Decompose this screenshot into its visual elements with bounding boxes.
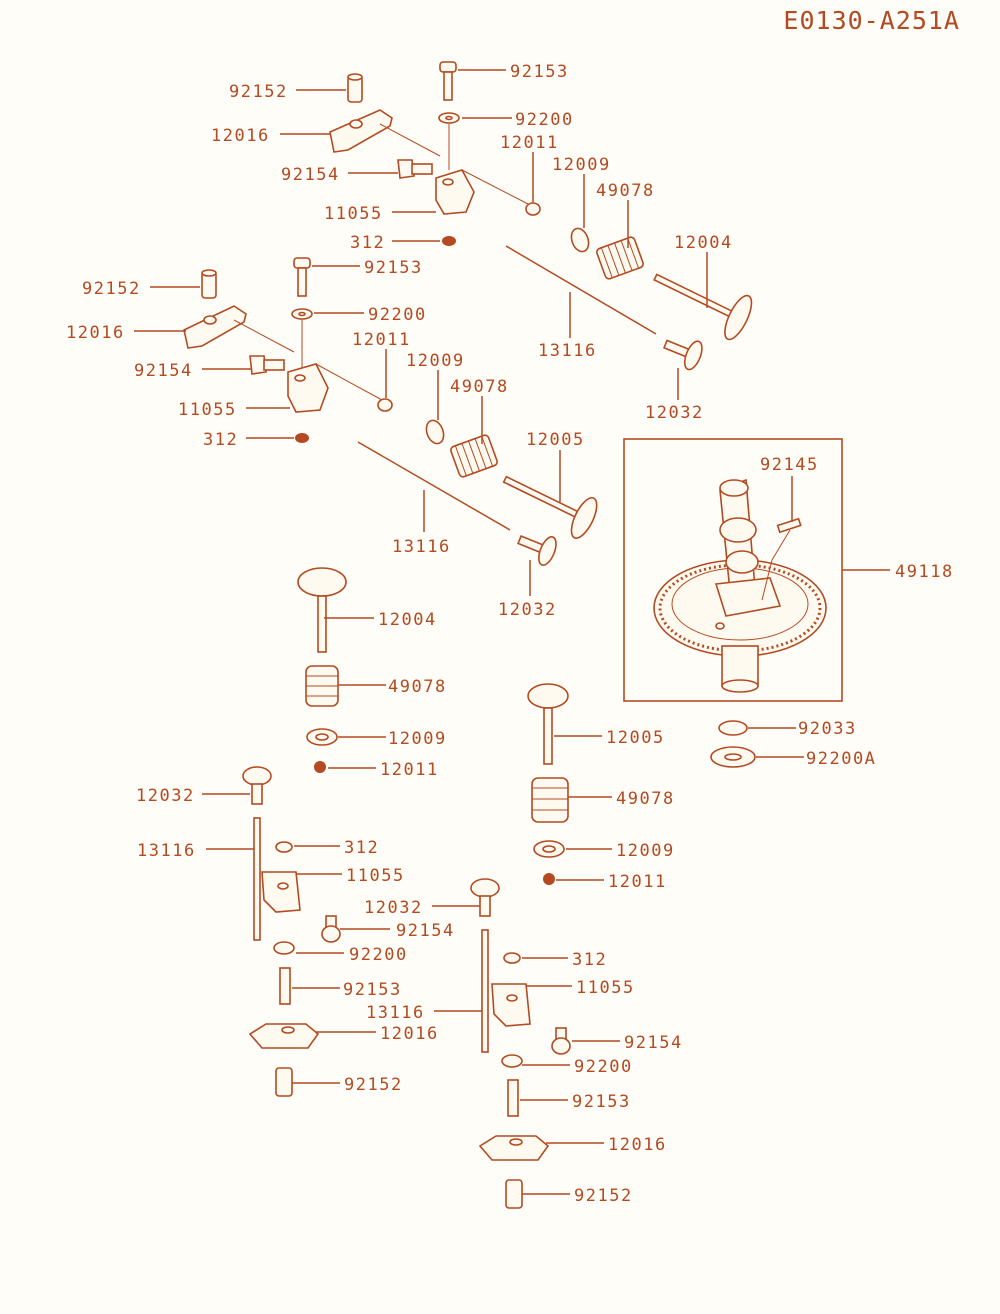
callout-lr-12016: 12016 [608, 1135, 667, 1155]
callout-top-49078: 49078 [596, 181, 655, 201]
callout-cam-92033: 92033 [798, 719, 857, 739]
callout-mid-12011: 12011 [352, 330, 411, 350]
callout-lr-12009: 12009 [616, 841, 675, 861]
callout-mid-13116: 13116 [392, 537, 451, 557]
callout-top-312: 312 [350, 233, 385, 253]
spring-92145-part [761, 517, 802, 601]
callout-ll-12016: 12016 [380, 1024, 439, 1044]
callout-mid-92200: 92200 [368, 305, 427, 325]
callout-top-11055: 11055 [324, 204, 383, 224]
callout-mid-12032: 12032 [498, 600, 557, 620]
callout-mid-312: 312 [203, 430, 238, 450]
callout-ll-92200: 92200 [349, 945, 408, 965]
callout-mid-92154: 92154 [134, 361, 193, 381]
rocker-arm-part [329, 109, 393, 153]
callout-ll-12011: 12011 [380, 760, 439, 780]
callout-ll-312: 312 [344, 838, 379, 858]
mid-assembly [183, 257, 598, 566]
callout-top-92153: 92153 [510, 62, 569, 82]
callout-lr-11055: 11055 [576, 978, 635, 998]
callout-lr-92154: 92154 [624, 1033, 683, 1053]
callout-lr-312: 312 [572, 950, 607, 970]
callout-ll-12009: 12009 [388, 729, 447, 749]
callout-top-12016: 12016 [211, 126, 270, 146]
callout-cam-92145: 92145 [760, 455, 819, 475]
callout-mid-12016: 12016 [66, 323, 125, 343]
push-rod-guide-part [435, 169, 475, 215]
diagram-code: E0130-A251A [783, 6, 960, 35]
callout-top-92152: 92152 [229, 82, 288, 102]
callout-mid-11055: 11055 [178, 400, 237, 420]
tappet-part [662, 339, 703, 371]
callout-ll-12004: 12004 [378, 610, 437, 630]
callout-mid-12009: 12009 [406, 351, 465, 371]
lower-left-assembly [242, 567, 347, 1097]
callout-ll-92152: 92152 [344, 1075, 403, 1095]
leader-lines [134, 69, 890, 1195]
callout-mid-92152: 92152 [82, 279, 141, 299]
circlip-part [718, 720, 748, 736]
lower-right-assembly [470, 683, 571, 1209]
callout-lr-12032: 12032 [364, 898, 423, 918]
callout-top-12009: 12009 [552, 155, 611, 175]
callout-mid-49078: 49078 [450, 377, 509, 397]
callout-ll-13116: 13116 [137, 841, 196, 861]
callout-top-13116: 13116 [538, 341, 597, 361]
callout-lr-92153: 92153 [572, 1092, 631, 1112]
callout-ll-12032: 12032 [136, 786, 195, 806]
callout-lr-92152: 92152 [574, 1186, 633, 1206]
callout-top-12032: 12032 [645, 403, 704, 423]
callout-cam-92200A: 92200A [806, 749, 876, 769]
top-assembly [329, 61, 753, 371]
callout-lr-92200: 92200 [574, 1057, 633, 1077]
callout-top-92200: 92200 [515, 110, 574, 130]
callout-ll-92153: 92153 [343, 980, 402, 1000]
callout-lr-49078: 49078 [616, 789, 675, 809]
valve-spring-part [596, 236, 644, 280]
callout-ll-92154: 92154 [396, 921, 455, 941]
callout-labels: 92152 12016 92154 11055 312 92153 92200 … [66, 62, 954, 1206]
callout-lr-12011: 12011 [608, 872, 667, 892]
callout-top-92154: 92154 [281, 165, 340, 185]
camshaft-assembly [623, 438, 843, 702]
callout-lr-13116: 13116 [366, 1003, 425, 1023]
callout-mid-12005: 12005 [526, 430, 585, 450]
callout-top-12011: 12011 [500, 133, 559, 153]
valve-part [653, 273, 753, 341]
callout-cam-49118: 49118 [895, 562, 954, 582]
callout-top-12004: 12004 [674, 233, 733, 253]
callout-ll-49078: 49078 [388, 677, 447, 697]
callout-mid-92153: 92153 [364, 258, 423, 278]
callout-ll-11055: 11055 [346, 866, 405, 886]
callout-lr-12005: 12005 [606, 728, 665, 748]
